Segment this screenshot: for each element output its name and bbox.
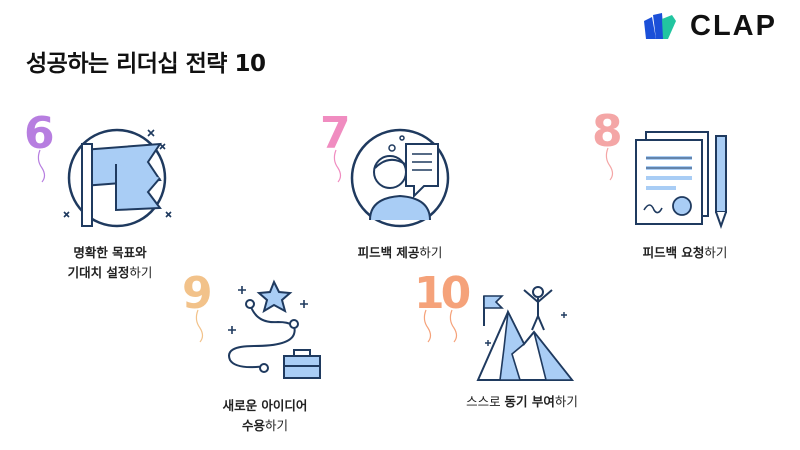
balloon-number-7-icon: 7 [320, 108, 351, 183]
balloon-number: 10 [414, 268, 470, 319]
brand-name: CLAP [690, 9, 777, 42]
flag-icon [63, 128, 172, 228]
document-pen-icon [635, 131, 727, 229]
page-title: 성공하는 리더십 전략 10 [26, 51, 266, 77]
strategy-9-caption: 새로운 아이디어 수용하기 [222, 398, 308, 433]
brand-logo[interactable]: CLAP [642, 8, 792, 44]
strategy-7-caption: 피드백 제공하기 [357, 245, 443, 260]
strategy-item-7: 7 피드백 제공하기 [318, 100, 488, 270]
strategy-6-caption: 명확한 목표와 기대치 설정하기 [67, 245, 153, 280]
clap-logo-icon [644, 13, 676, 39]
balloon-number-6-icon: 6 [24, 108, 55, 183]
strategy-item-9: 9 새로운 아이디어 수용하기 [180, 268, 350, 438]
strategy-item-8: 8 피드백 요청하기 [590, 100, 770, 270]
strategy-10-caption: 스스로 동기 부여하기 [466, 394, 578, 409]
balloon-number-10-icon: 10 [414, 268, 474, 343]
mountain-summit-icon [476, 286, 575, 381]
path-star-icon [228, 279, 321, 379]
strategy-item-10: 10 스스로 동기 부여하기 [412, 268, 592, 438]
strategy-item-6: 6 명확한 목표와 기대치 설정하기 [20, 100, 190, 290]
person-speech-icon [350, 128, 450, 228]
balloon-number-8-icon: 8 [592, 106, 623, 181]
balloon-number-9-icon: 9 [182, 268, 213, 343]
strategy-8-caption: 피드백 요청하기 [642, 245, 728, 260]
